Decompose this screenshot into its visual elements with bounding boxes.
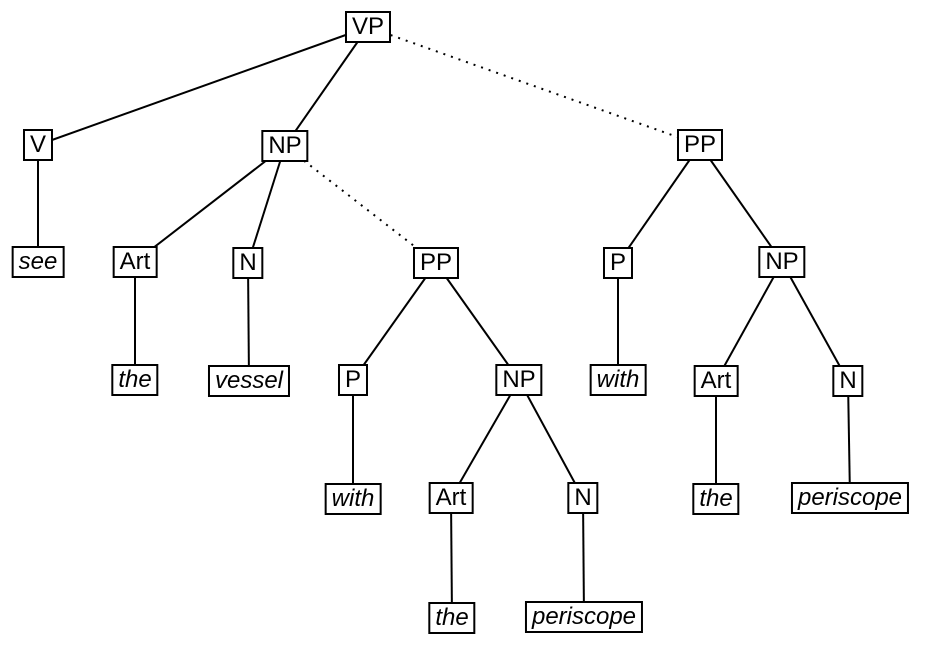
edge-vp-pp-dotted xyxy=(367,26,701,146)
tree-node-n-mid: N xyxy=(567,482,599,514)
tree-node-art-mid: Art xyxy=(428,482,474,514)
edge-vp-np xyxy=(284,26,369,147)
edge-np-art-right xyxy=(715,261,783,382)
edge-n-periscope-right xyxy=(847,380,851,499)
tree-leaf-with-right: with xyxy=(589,364,647,396)
edge-np-n-mid xyxy=(518,379,584,499)
edge-np-art xyxy=(134,145,286,263)
tree-node-p-right: P xyxy=(602,247,634,279)
edge-n-periscope-mid xyxy=(582,497,585,618)
tree-node-pp-mid: PP xyxy=(412,247,460,279)
edge-vp-v xyxy=(37,26,369,146)
edge-n-vessel xyxy=(247,262,250,382)
tree-leaf-see: see xyxy=(11,246,65,278)
edge-art-the-mid xyxy=(450,497,453,619)
tree-node-np-right: NP xyxy=(758,246,806,278)
edge-np-n xyxy=(247,145,286,264)
tree-node-np-mid: NP xyxy=(495,364,543,396)
tree-leaf-periscope-right: periscope xyxy=(790,482,910,514)
tree-node-vp: VP xyxy=(344,11,392,43)
tree-node-n-main: N xyxy=(232,247,264,279)
edge-np-art-mid xyxy=(450,379,520,499)
edge-np-pp-dotted xyxy=(284,145,437,264)
tree-leaf-the-mid: the xyxy=(428,602,476,634)
tree-node-np-main: NP xyxy=(261,130,309,162)
tree-node-v: V xyxy=(22,129,54,161)
edge-pp-p-mid xyxy=(352,262,437,381)
tree-node-art-main: Art xyxy=(112,246,158,278)
edge-pp-np-mid xyxy=(435,262,520,381)
edge-np-n-right xyxy=(781,261,849,382)
tree-leaf-with-mid: with xyxy=(324,483,382,515)
tree-node-n-right: N xyxy=(832,365,864,397)
edge-pp-p-right xyxy=(617,144,701,264)
edge-pp-np-right xyxy=(699,144,783,263)
tree-node-pp-right: PP xyxy=(676,129,724,161)
tree-node-art-right: Art xyxy=(693,365,739,397)
tree-leaf-vessel: vessel xyxy=(207,365,291,397)
tree-leaf-periscope-mid: periscope xyxy=(524,601,644,633)
tree-leaf-the-right: the xyxy=(692,483,740,515)
tree-node-p-mid: P xyxy=(337,364,369,396)
tree-leaf-the-main: the xyxy=(111,364,159,396)
